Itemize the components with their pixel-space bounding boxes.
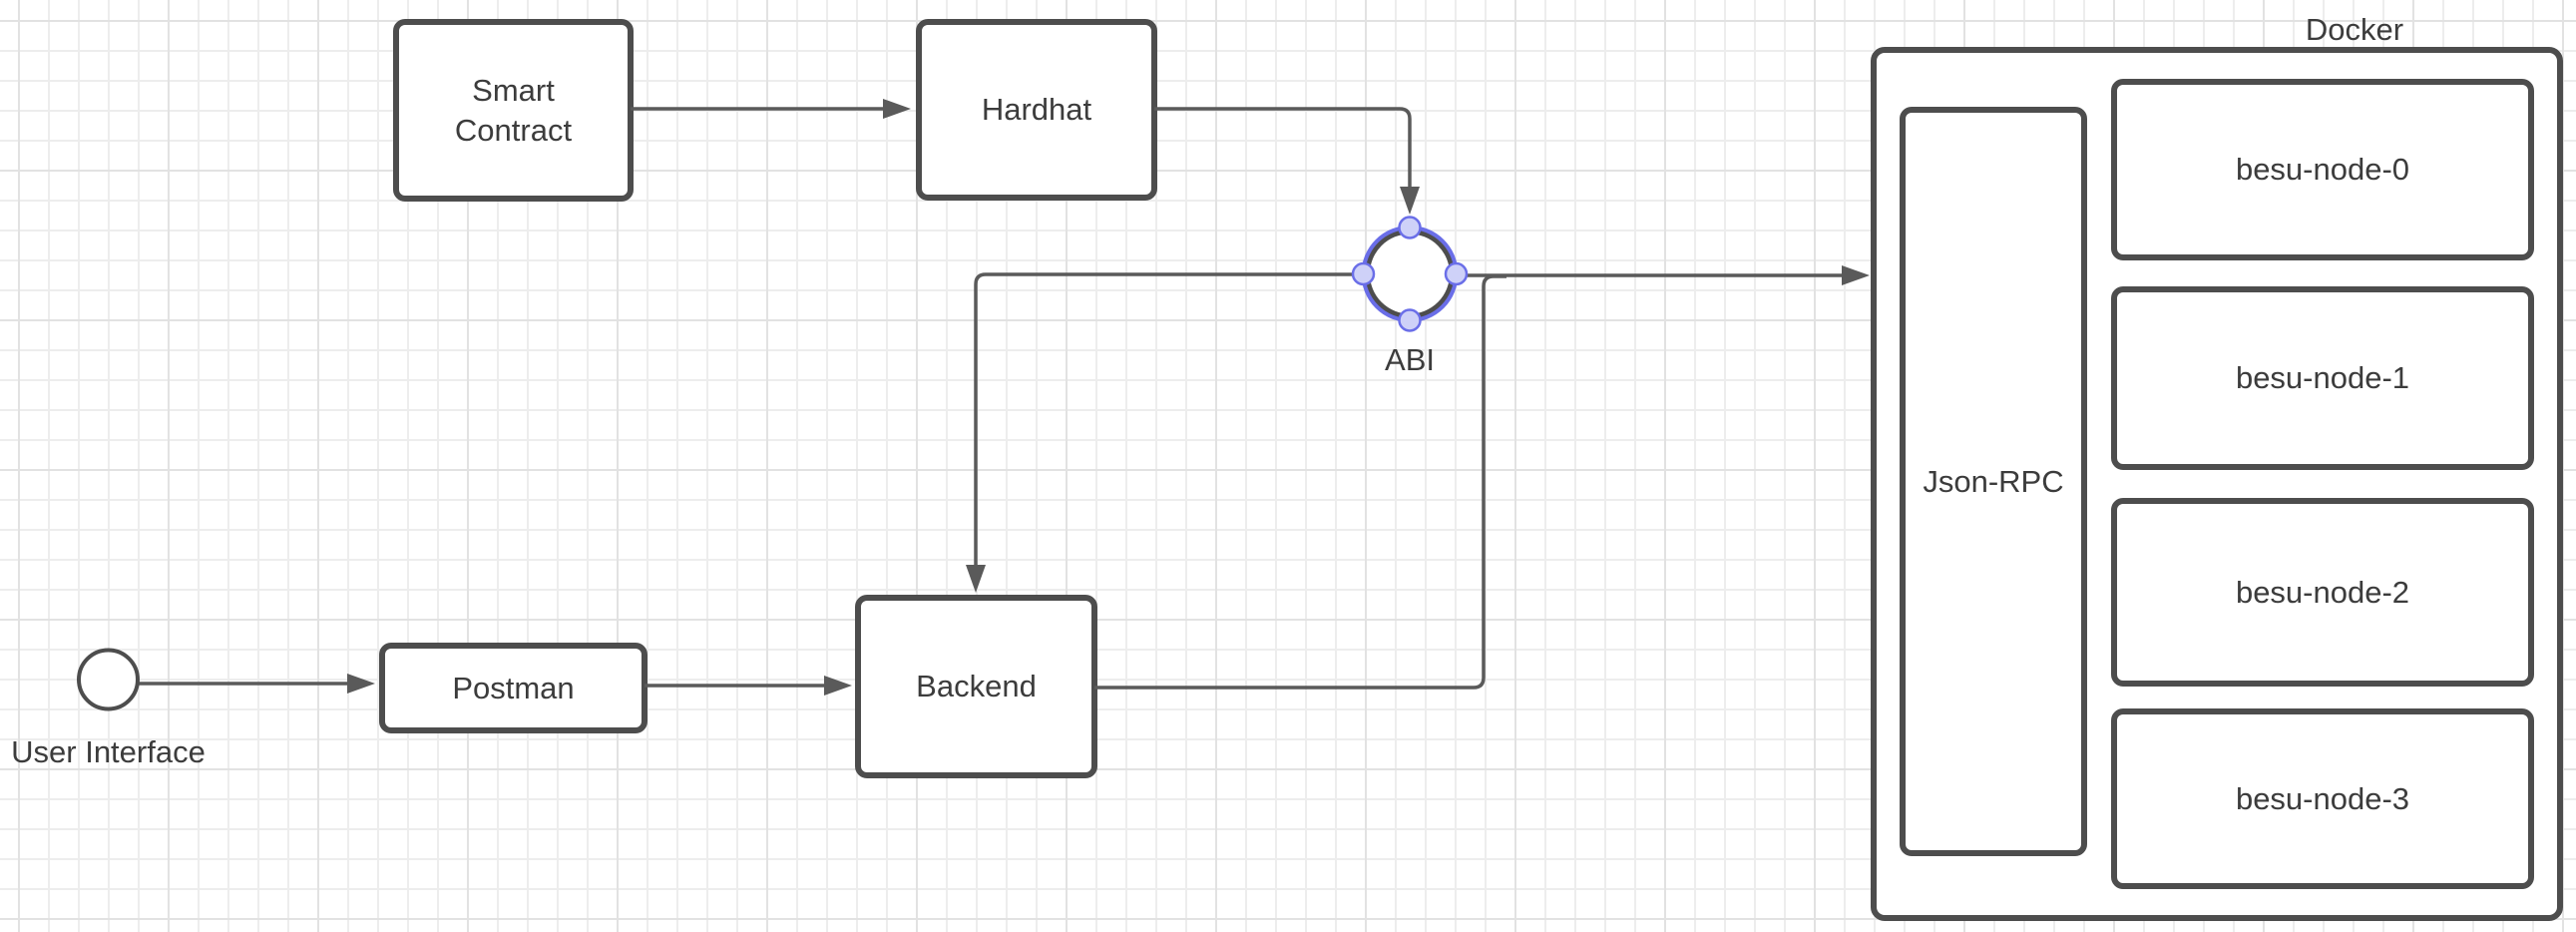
backend-node[interactable]: Backend	[855, 595, 1097, 778]
json-rpc-label: Json-RPC	[1923, 463, 2064, 499]
smart-contract-label: Smart Contract	[454, 72, 573, 148]
abi-handle-west[interactable]	[1351, 261, 1376, 286]
edge-postman-to-backend[interactable]	[644, 676, 852, 696]
abi-handle-east[interactable]	[1444, 261, 1469, 286]
abi-circle-shape[interactable]	[1351, 216, 1469, 332]
abi-handle-south[interactable]	[1398, 308, 1422, 332]
besu-node-3[interactable]: besu-node-3	[2111, 708, 2534, 889]
abi-label: ABI	[1385, 342, 1435, 377]
arrowhead	[883, 99, 911, 119]
edge-smart-contract-to-hardhat[interactable]	[631, 99, 911, 119]
user-interface-circle-shape[interactable]	[77, 648, 140, 711]
besu-node-0[interactable]: besu-node-0	[2111, 79, 2534, 260]
edge-user-interface-to-postman[interactable]	[138, 674, 375, 694]
besu-node-0-label: besu-node-0	[2235, 152, 2410, 187]
backend-label: Backend	[916, 669, 1037, 703]
arrowhead	[1400, 187, 1420, 215]
edge-backend-to-docker-junction[interactable]	[1094, 274, 1506, 690]
hardhat-node[interactable]: Hardhat	[916, 19, 1157, 201]
besu-node-1-label: besu-node-1	[2235, 360, 2410, 395]
smart-contract-node[interactable]: Smart Contract	[393, 19, 634, 202]
besu-node-2-label: besu-node-2	[2235, 574, 2410, 610]
postman-label: Postman	[452, 670, 575, 705]
edge-abi-to-backend[interactable]	[966, 272, 1362, 593]
docker-label: Docker	[2305, 12, 2404, 47]
edge-hardhat-to-abi[interactable]	[1154, 107, 1420, 215]
arrowhead	[966, 565, 986, 593]
json-rpc-node[interactable]: Json-RPC	[1900, 107, 2087, 856]
besu-node-3-label: besu-node-3	[2235, 780, 2410, 816]
besu-node-1[interactable]: besu-node-1	[2111, 286, 2534, 470]
abi-selection-ring	[1361, 226, 1459, 322]
edge-abi-to-docker[interactable]	[1467, 265, 1870, 285]
arrowhead	[1842, 265, 1870, 285]
arrowhead	[824, 676, 852, 696]
besu-node-2[interactable]: besu-node-2	[2111, 498, 2534, 687]
postman-node[interactable]: Postman	[379, 643, 647, 733]
hardhat-label: Hardhat	[981, 92, 1092, 127]
abi-handle-north[interactable]	[1398, 216, 1422, 239]
arrowhead	[347, 674, 375, 694]
user-interface-label: User Interface	[11, 734, 206, 769]
